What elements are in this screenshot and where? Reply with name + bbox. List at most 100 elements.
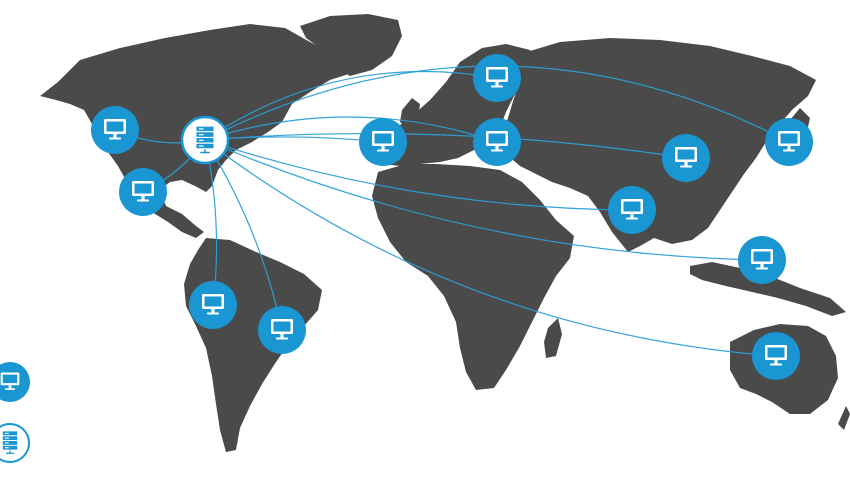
monitor-base: [207, 312, 219, 315]
continent-new-zealand: [838, 406, 850, 430]
monitor-display: [374, 133, 392, 144]
hub-server-node[interactable]: [180, 115, 230, 165]
monitor-base: [756, 267, 768, 270]
node-western-europe[interactable]: [359, 118, 407, 166]
server-cable: [9, 450, 11, 453]
monitor-base: [109, 137, 121, 140]
monitor-base: [377, 149, 389, 152]
continent-south-america: [184, 238, 322, 452]
continent-asia: [500, 38, 816, 252]
server-unit: [2, 445, 18, 450]
node-north-america-west[interactable]: [91, 106, 139, 154]
server-slot: [198, 139, 204, 141]
monitor-display: [488, 69, 506, 80]
server-unit: [196, 126, 214, 132]
server-icon: [196, 126, 214, 154]
monitor-icon: [621, 199, 643, 220]
continent-africa: [372, 164, 574, 390]
monitor-stand: [280, 334, 284, 338]
monitor-icon: [202, 294, 224, 315]
monitor-stand: [760, 264, 764, 268]
server-unit: [2, 441, 18, 445]
monitor-display: [273, 321, 291, 332]
server-slot: [198, 145, 204, 147]
legend-item-server-icon: [0, 423, 30, 463]
server-unit: [196, 143, 214, 149]
link-eastern-europe: [204, 116, 498, 143]
monitor-base: [626, 217, 638, 220]
monitor-icon: [778, 131, 800, 152]
network-nodes: [91, 54, 813, 380]
monitor-base: [783, 149, 795, 152]
monitor-base: [491, 149, 503, 152]
monitor-icon: [132, 181, 154, 202]
monitor-stand: [684, 162, 688, 166]
continent-madagascar: [544, 318, 562, 358]
server-slot: [4, 432, 9, 434]
monitor-base: [4, 388, 16, 390]
server-icon: [2, 431, 18, 454]
monitor-display: [753, 251, 771, 262]
server-base: [6, 452, 14, 454]
world-map: [40, 14, 850, 452]
monitor-stand: [630, 214, 634, 218]
node-india[interactable]: [608, 186, 656, 234]
monitor-stand: [8, 385, 12, 389]
node-mexico[interactable]: [119, 168, 167, 216]
link-southeast-asia: [204, 139, 763, 261]
monitor-stand: [774, 360, 778, 364]
node-australia[interactable]: [752, 332, 800, 380]
server-slot: [4, 447, 9, 449]
monitor-icon: [675, 147, 697, 168]
link-india: [204, 139, 633, 211]
monitor-icon: [271, 319, 293, 340]
continent-greenland: [300, 14, 402, 76]
monitor-display: [623, 201, 641, 212]
monitor-icon: [486, 131, 508, 152]
monitor-display: [780, 133, 798, 144]
server-unit: [196, 132, 214, 137]
node-eastern-europe[interactable]: [473, 118, 521, 166]
node-southeast-asia[interactable]: [738, 236, 786, 284]
link-australia: [204, 139, 777, 357]
link-scandinavia: [204, 70, 498, 141]
server-unit: [196, 138, 214, 143]
monitor-stand: [495, 146, 499, 150]
node-brazil[interactable]: [258, 306, 306, 354]
monitor-icon: [765, 345, 787, 366]
server-base: [200, 151, 210, 154]
monitor-base: [276, 337, 288, 340]
monitor-icon: [104, 119, 126, 140]
monitor-display: [2, 374, 18, 384]
link-brazil: [204, 139, 283, 331]
monitor-display: [767, 347, 785, 358]
monitor-base: [137, 199, 149, 202]
monitor-icon: [486, 67, 508, 88]
server-cable: [204, 149, 206, 153]
monitor-base: [680, 165, 692, 168]
server-slot: [4, 437, 9, 439]
node-china[interactable]: [662, 134, 710, 182]
monitor-display: [134, 183, 152, 194]
legend: [0, 362, 30, 463]
server-slot: [198, 134, 204, 136]
server-slot: [4, 442, 9, 444]
monitor-base: [770, 363, 782, 366]
server-slot: [198, 128, 204, 130]
monitor-display: [106, 121, 124, 132]
monitor-stand: [113, 134, 117, 138]
monitor-icon: [372, 131, 394, 152]
node-south-america-west[interactable]: [189, 281, 237, 329]
node-scandinavia[interactable]: [473, 54, 521, 102]
monitor-stand: [495, 82, 499, 86]
continent-southeast-asia: [690, 262, 846, 316]
monitor-display: [677, 149, 695, 160]
monitor-stand: [787, 146, 791, 150]
monitor-icon: [0, 372, 20, 390]
monitor-icon: [751, 249, 773, 270]
link-china: [204, 132, 687, 159]
server-unit: [2, 436, 18, 441]
monitor-stand: [141, 196, 145, 200]
node-japan[interactable]: [765, 118, 813, 166]
